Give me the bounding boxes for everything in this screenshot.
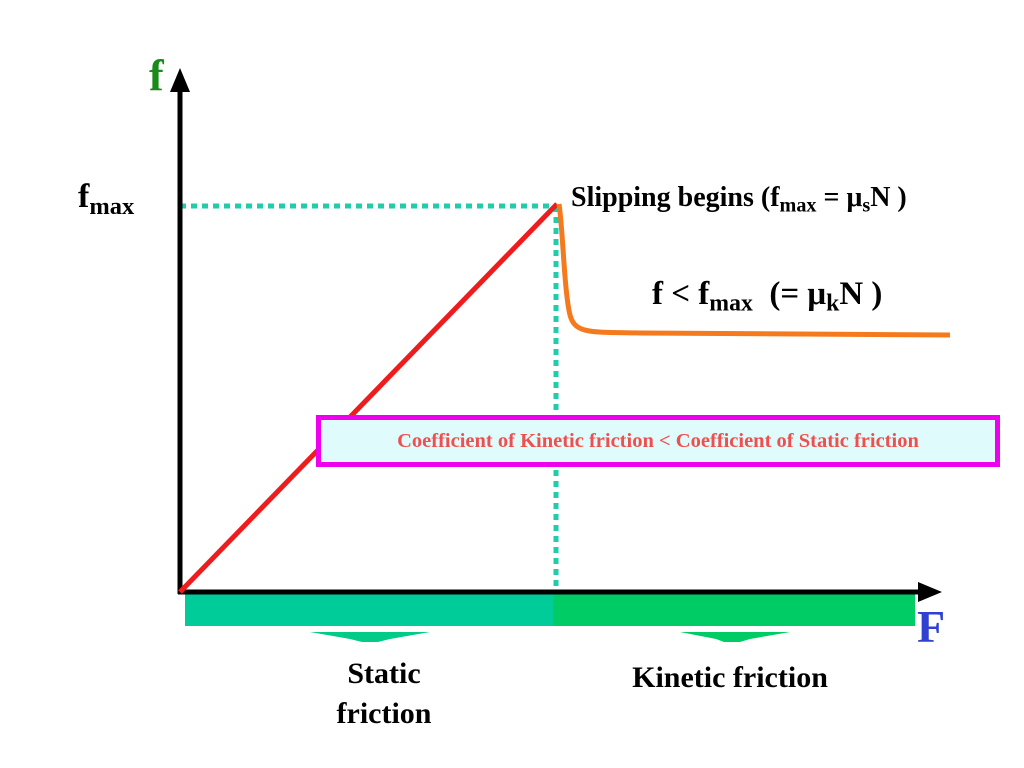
static-region-band xyxy=(185,592,553,626)
y-axis-label: f xyxy=(149,51,164,100)
kin-tail: N ) xyxy=(839,276,883,312)
kinetic-region-band xyxy=(553,592,915,626)
kin-pre: f < f xyxy=(652,276,710,312)
slipping-begins-label: Slipping begins (fmax = μsN ) xyxy=(571,184,907,216)
x-axis-arrowhead xyxy=(918,582,942,602)
static-down-arrow xyxy=(310,632,430,642)
static-friction-line xyxy=(178,202,559,594)
fmax-main: f xyxy=(78,178,90,215)
kin-k: k xyxy=(826,290,840,317)
kinetic-down-arrow xyxy=(680,632,790,642)
kin-mu: μ xyxy=(807,276,827,312)
kin-max: max xyxy=(709,290,753,317)
static-label-line2: friction xyxy=(336,697,432,730)
slip-s: s xyxy=(862,194,871,217)
x-axis-label: F xyxy=(917,601,946,652)
slip-f: f xyxy=(770,182,780,213)
fmax-label: fmax xyxy=(78,180,134,219)
slip-eq: = xyxy=(816,182,847,213)
static-label-line1: Static xyxy=(347,657,421,690)
static-friction-label: Static friction xyxy=(304,654,464,734)
slip-text: Slipping begins ( xyxy=(571,182,771,213)
slip-max: max xyxy=(779,194,817,217)
kinetic-equation-label: f < fmax (= μkN ) xyxy=(652,278,882,316)
kinetic-friction-label: Kinetic friction xyxy=(632,661,828,694)
kin-mid: (= xyxy=(752,276,808,312)
kinetic-friction-curve xyxy=(556,203,951,338)
fmax-sub: max xyxy=(89,192,135,220)
coefficient-note-text: Coefficient of Kinetic friction < Coeffi… xyxy=(397,429,919,452)
slip-tail: N ) xyxy=(870,182,907,213)
slip-mu: μ xyxy=(846,182,863,213)
y-axis-arrowhead xyxy=(170,68,190,92)
coefficient-note-box: Coefficient of Kinetic friction < Coeffi… xyxy=(316,415,1000,467)
